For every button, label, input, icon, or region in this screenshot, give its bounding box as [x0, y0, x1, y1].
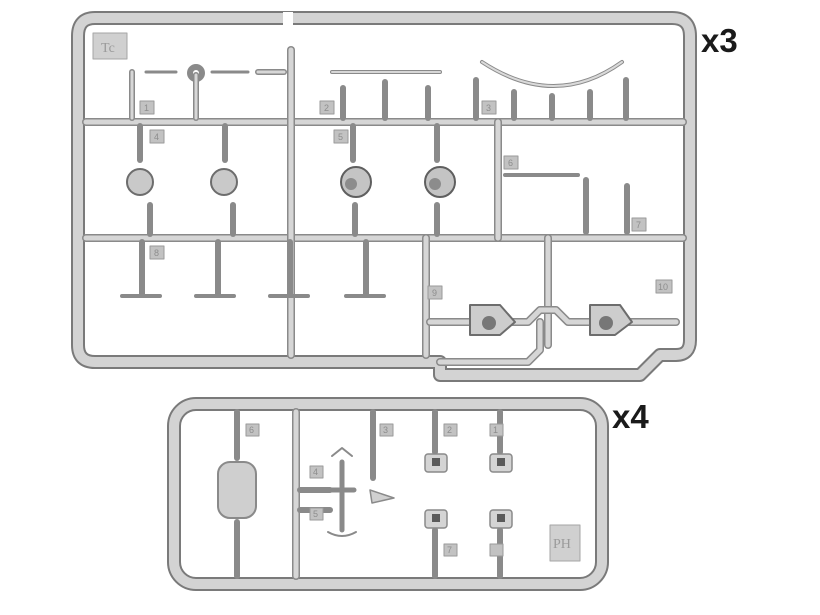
tc-part-number-8: 8	[154, 248, 159, 258]
ph-part-number-2: 2	[447, 425, 452, 435]
tc-part-number-6: 6	[508, 158, 513, 168]
tc-part-number-4: 4	[154, 132, 159, 142]
sprue-tc-code-tab	[92, 32, 128, 60]
sprue-tc-part-numbers: 1 2 3 4 5 6 7 8 9 10 Tc	[101, 41, 668, 298]
part-1-group	[129, 64, 287, 121]
ph-part-number-6: 6	[249, 425, 254, 435]
ph-part-number-3: 3	[383, 425, 388, 435]
ph-part-number-5: 5	[313, 509, 318, 519]
ph-part-number-4: 4	[313, 467, 318, 477]
ph-part-number-7: 7	[447, 545, 452, 555]
tc-part-number-2: 2	[324, 103, 329, 113]
tc-part-number-5: 5	[338, 132, 343, 142]
ph-part-6	[217, 461, 257, 519]
part-5-group	[340, 123, 456, 237]
ph-part-3	[369, 489, 395, 504]
sprue-ph-part-numbers: 6 4 3 2 1 5 7 PH	[249, 425, 571, 555]
sprue-ph-code-tab	[549, 524, 581, 562]
sprue-ph	[167, 397, 609, 591]
ph-part-4-5	[327, 447, 357, 537]
tc-part-number-10: 10	[658, 282, 668, 292]
tc-part-number-9: 9	[432, 288, 437, 298]
sprue-tc-code: Tc	[101, 41, 115, 56]
tc-part-number-3: 3	[486, 103, 491, 113]
sprue-ph-quantity: x4	[612, 398, 649, 435]
part-9-10-group	[469, 304, 633, 336]
ph-part-number-1: 1	[493, 425, 498, 435]
tc-part-number-7: 7	[636, 220, 641, 230]
part-3-group	[473, 60, 629, 121]
sprue-ph-code: PH	[553, 537, 571, 552]
sprue-tc	[71, 11, 697, 382]
part-2-group	[330, 70, 442, 121]
part-4-group	[126, 123, 238, 237]
part-6-group	[503, 173, 630, 235]
sprue-tc-quantity: x3	[701, 22, 738, 59]
part-8-group	[120, 239, 386, 298]
tc-part-number-1: 1	[144, 103, 149, 113]
